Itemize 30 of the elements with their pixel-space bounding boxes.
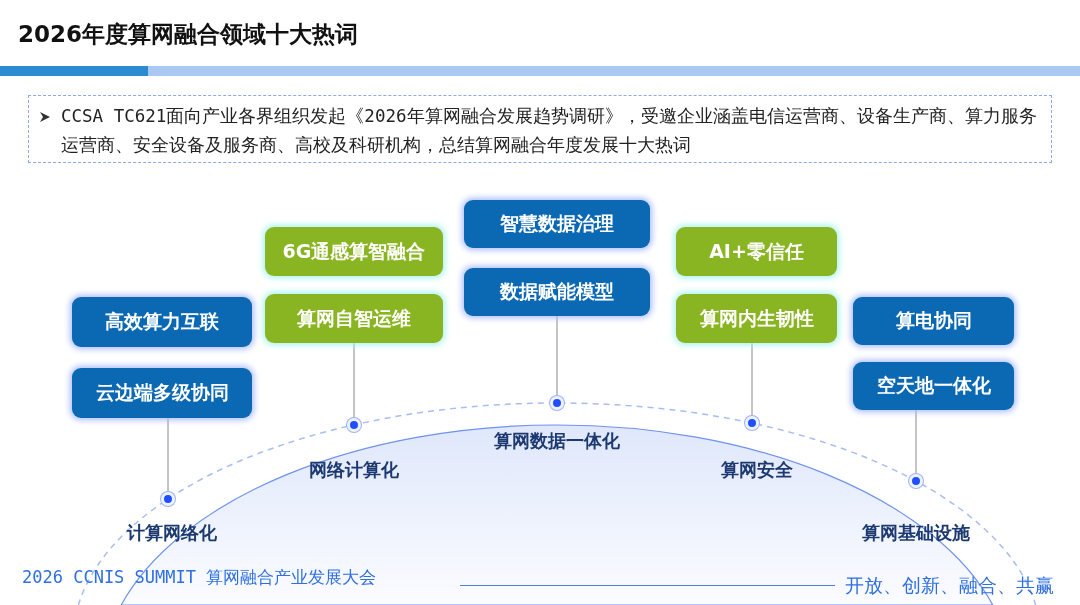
intro-text: CCSA TC621面向产业各界组织发起《2026年算网融合发展趋势调研》，受邀企业涵盖电信运营商、设备生产商、算力服务运营商、安全设备及服务商、高校及科研机构，总结算网融合年度发展十大热词: [61, 105, 1038, 157]
leader-line: [556, 315, 558, 397]
keyword-box: 高效算力互联: [72, 297, 252, 347]
footer-text: 2026 CCNIS SUMMIT 算网融合产业发展大会: [22, 566, 377, 589]
category-label: 算网基础设施: [862, 521, 970, 545]
dot-marker: [161, 491, 175, 506]
category-label: 网络计算化: [309, 458, 399, 482]
keyword-box: 算网自智运维: [265, 294, 443, 343]
leader-line: [751, 342, 753, 417]
dot-marker: [745, 416, 759, 431]
leader-line: [167, 417, 169, 493]
category-label: 计算网络化: [127, 521, 217, 545]
dot-marker: [347, 417, 361, 432]
title: 2026年度算网融合领域十大热词: [18, 20, 358, 49]
keyword-box: 算网内生韧性: [676, 294, 837, 343]
keyword-box: 算电协同: [853, 297, 1014, 345]
keyword-box: AI+零信任: [676, 227, 837, 276]
dot-marker: [909, 474, 923, 489]
keyword-box: 智慧数据治理: [464, 200, 650, 248]
keyword-box: 6G通感算智融合: [265, 227, 443, 276]
category-label: 算网数据一体化: [494, 429, 620, 453]
dot-marker: [550, 396, 564, 410]
keyword-box: 数据赋能模型: [464, 268, 650, 316]
leader-line: [915, 409, 917, 475]
slogan-text: 开放、创新、融合、共赢: [845, 573, 1054, 598]
keyword-box: 云边端多级协同: [72, 368, 252, 418]
leader-line: [353, 342, 355, 419]
keyword-box: 空天地一体化: [853, 362, 1014, 410]
info-box: [28, 95, 1052, 163]
category-label: 算网安全: [721, 458, 793, 482]
